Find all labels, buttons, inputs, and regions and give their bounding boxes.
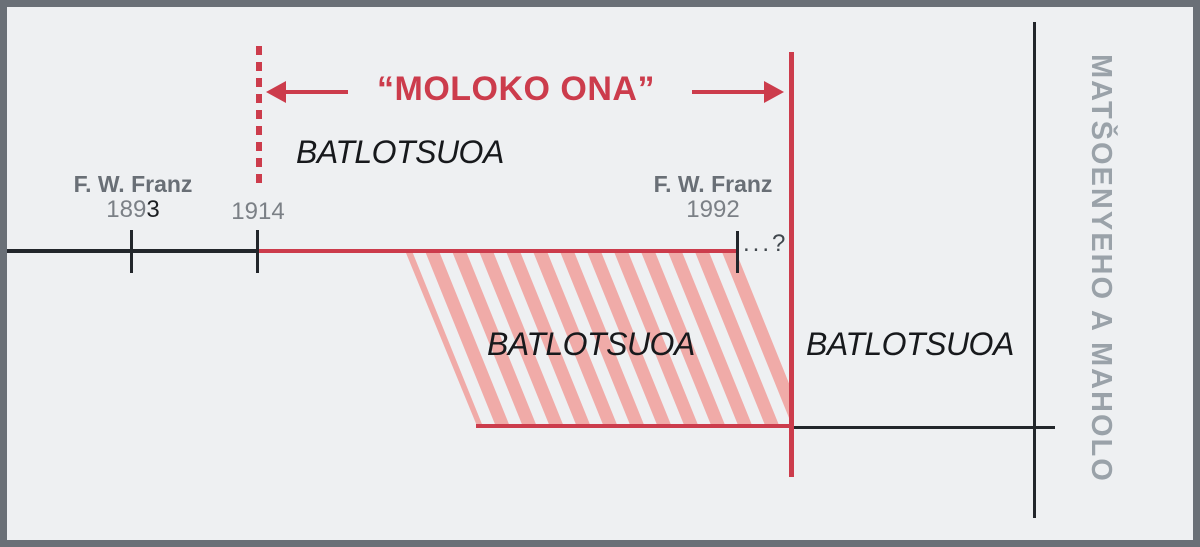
arrow-left-icon bbox=[266, 81, 286, 103]
arrow-right-icon bbox=[764, 81, 784, 103]
lower-black-line bbox=[792, 426, 1055, 429]
arrow-left-shaft bbox=[284, 90, 348, 94]
timeline-segment-past bbox=[7, 249, 260, 253]
event-franz-1992-name: F. W. Franz bbox=[653, 171, 773, 197]
period-label-during: BATLOTSUOA bbox=[487, 326, 695, 362]
year-1914-label: 1914 bbox=[231, 198, 285, 225]
arrow-right-shaft bbox=[692, 90, 764, 94]
dashed-start-divider bbox=[256, 46, 262, 190]
hatch-polygon bbox=[406, 253, 791, 426]
event-franz-1893-name: F. W. Franz bbox=[73, 171, 193, 197]
timeline-segment-era bbox=[259, 249, 738, 253]
event-franz-1992-year: 1992 bbox=[686, 196, 740, 223]
tick-1992 bbox=[736, 231, 739, 273]
event-franz-1893: F. W. Franz 1893 bbox=[53, 172, 213, 223]
year-1893-gray-part: 189 bbox=[106, 196, 147, 223]
event-franz-1893-year: 1893 bbox=[53, 197, 213, 223]
event-franz-1992: F. W. Franz 1992 bbox=[633, 172, 793, 223]
lower-red-line bbox=[476, 424, 792, 428]
tick-1914 bbox=[256, 230, 259, 273]
era-title: “MOLOKO ONA” bbox=[377, 70, 655, 108]
side-label-vertical: MATŠOENYEHO A MAHOLO bbox=[1085, 54, 1117, 483]
right-event-divider bbox=[1033, 22, 1036, 518]
period-label-before: BATLOTSUOA bbox=[296, 134, 504, 170]
period-label-after: BATLOTSUOA bbox=[806, 326, 1014, 362]
uncertainty-label: ...? bbox=[743, 230, 789, 257]
year-1893-dark-part: 3 bbox=[146, 196, 160, 223]
solid-end-divider bbox=[789, 52, 794, 477]
tick-1893 bbox=[130, 230, 133, 273]
